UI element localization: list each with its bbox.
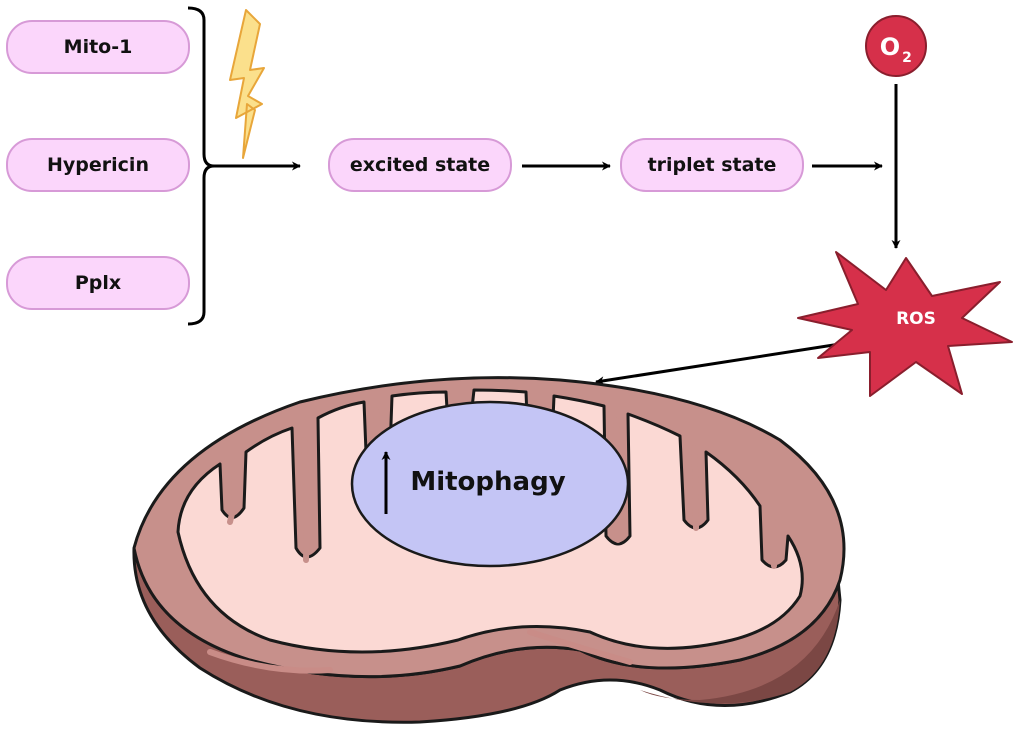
photosensitizer-hypericin: Hypericin [6,138,190,192]
photosensitizer-label: Pplx [74,272,122,294]
mitophagy-label: Mitophagy [410,467,565,497]
ros-label: ROS [896,309,936,329]
excited-state-box: excited state [328,138,512,192]
oxygen-subscript: 2 [902,50,912,66]
triplet-state-box: triplet state [620,138,804,192]
mitophagy-indicator: Mitophagy [350,400,630,568]
grouping-bracket [187,6,215,326]
highlight-left [207,649,333,674]
oxygen-label: O [880,33,900,61]
photosensitizer-pplx: Pplx [6,256,190,310]
arrow-ros-to-mitochondrion [595,342,841,386]
photosensitizer-label: Mito-1 [63,36,133,58]
ros-burst: ROS [797,251,1013,397]
highlight-right [527,629,633,665]
excited-state-label: excited state [349,154,491,176]
photosensitizer-mito-1: Mito-1 [6,20,190,74]
photosensitizer-label: Hypericin [47,154,149,176]
lightning-icon [229,9,265,159]
mitochondrion-side-shade [640,600,840,704]
oxygen-icon: O 2 [865,15,927,77]
triplet-state-label: triplet state [647,154,777,176]
